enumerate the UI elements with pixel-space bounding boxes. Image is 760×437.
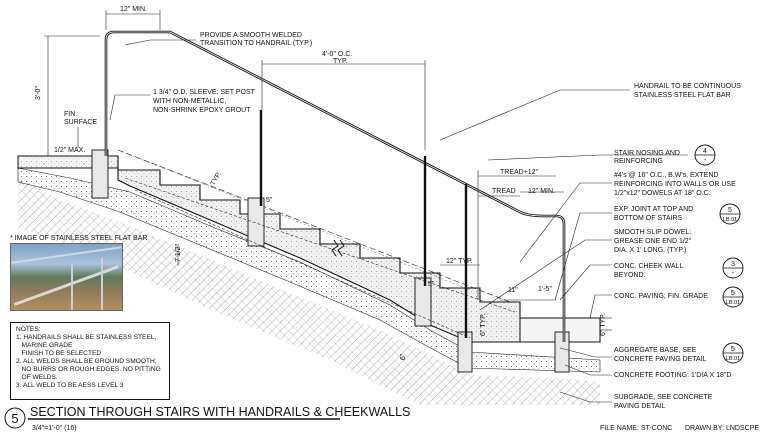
break-symbol	[331, 239, 339, 257]
bottom-paving	[519, 317, 601, 343]
ref-1-bottom: -	[704, 157, 707, 164]
notes-line-6: OF WELDS.	[16, 374, 58, 381]
dowel-2: GREASE ONE END 1/2"	[614, 238, 692, 245]
notes-line-2: MARINE GRADE	[16, 342, 73, 349]
ref-5-bottom: LB.01	[726, 356, 740, 362]
dim-five-a: 5"	[266, 197, 273, 204]
notes: NOTES: 1. HANDRAILS SHALL BE STAINLESS S…	[16, 326, 171, 390]
ref-1-top: 4	[703, 148, 707, 155]
ref-bubble-5	[722, 342, 744, 364]
dim-five-b: 5"	[428, 281, 435, 288]
subgrade-1: SUBGRADE, SEE CONCRETE	[614, 394, 713, 401]
notes-line-7: 3. ALL WELD TO BE AESS LEVEL 3	[16, 382, 124, 389]
sleeve-3: NON-SHRINK EPOXY GROUT	[153, 107, 251, 114]
title-text: SECTION THROUGH STAIRS WITH HANDRAILS & …	[30, 405, 410, 419]
notes-box	[10, 322, 170, 400]
title-number-bubble	[4, 407, 26, 429]
ref-2-bottom: LB.01	[723, 217, 737, 223]
ref-4-top: 5	[731, 290, 735, 297]
dim-six-typ-2: 6" TYP.	[480, 313, 487, 336]
dim-twelve-min: 12" MIN.	[528, 188, 555, 195]
dim-tread: TREAD	[492, 188, 516, 195]
subgrade-hatch-2	[18, 178, 600, 405]
ref-bubble-1	[694, 144, 716, 166]
sleeve-2: WITH NON-METALLIC,	[153, 98, 226, 105]
subgrade-2: PAVING DETAIL	[614, 403, 665, 410]
dim-one-five: 1'-5"	[538, 286, 552, 293]
cheek-wall-beyond	[117, 149, 511, 303]
dim-tread-plus: TREAD+12"	[500, 169, 539, 176]
dowel-3: DIA. X 1' LONG. (TYP.)	[614, 247, 686, 254]
dim-post-height: 3'-0"	[35, 86, 42, 100]
dim-top-min: 12" MIN.	[120, 6, 147, 13]
footing-mid	[247, 197, 265, 247]
stair-body-dots	[118, 156, 600, 342]
rebar-3: 1/2"x12" DOWELS AT 18" O.C.	[614, 190, 711, 197]
rebar-line	[124, 177, 516, 313]
notes-line-3: FINISH TO BE SELECTED	[16, 350, 102, 357]
agg-base-2: CONCRETE PAVING DETAIL	[614, 356, 707, 363]
ref-4-bottom: LB.01	[726, 300, 740, 306]
notes-line-5: NO BURRS OR ROUGH EDGES. NO PITTING	[16, 366, 161, 373]
nosing-2: REINFORCING	[614, 158, 663, 165]
exp-joint-1: EXP. JOINT AT TOP AND	[614, 206, 693, 213]
aggregate-base	[17, 167, 601, 373]
ref-bubble-4	[722, 286, 744, 308]
ref-bubble-3	[722, 257, 744, 279]
sleeve-1: 1 3/4" O.D. SLEEVE; SET POST	[153, 89, 256, 96]
ref-2-top: 5	[728, 207, 732, 214]
dim-typ: TYP.	[210, 171, 223, 187]
footing-top	[91, 149, 109, 199]
cheek-1: CONC. CHEEK WALL	[614, 263, 683, 270]
title-scale: 3/4"=1'-0" (16)	[32, 425, 77, 432]
ref-bubble-2	[719, 203, 741, 225]
fin-surface-1: FIN.	[64, 111, 77, 118]
dim-six-typ: 6" TYP.	[600, 313, 607, 336]
nosing-1: STAIR NOSING AND	[614, 150, 680, 157]
rebar-1: #4's @ 16" O.C., B.W's, EXTEND	[614, 172, 718, 179]
dim-eleven: 11"	[508, 287, 518, 294]
footing-low	[414, 277, 432, 327]
welded-2: TRANSITION TO HANDRAIL (TYP.)	[200, 40, 312, 47]
paving-1: CONC. PAVING; FIN. GRADE	[614, 293, 708, 300]
notes-heading: NOTES:	[16, 326, 41, 333]
dim-oc-typ: TYP.	[333, 58, 348, 65]
dowel-1: SMOOTH SLIP DOWEL:	[614, 229, 691, 236]
dim-max-half: 1/2" MAX.	[54, 147, 85, 154]
welded-1: PROVIDE A SMOOTH WELDED	[200, 32, 302, 39]
ref-3-top: 3	[731, 261, 735, 268]
handrail-2: STAINLESS STEEL FLAT BAR	[634, 92, 731, 99]
dim-twelve-typ: 12" TYP.	[446, 258, 473, 265]
ref-5-top: 5	[731, 346, 735, 353]
cheek-2: BEYOND.	[614, 272, 646, 279]
photo-caption: * IMAGE OF STAINLESS STEEL FLAT BAR	[10, 235, 147, 242]
exp-joint-2: BOTTOM OF STAIRS	[614, 215, 683, 222]
rebar-2: REINFORCING INTO WALLS OR USE	[614, 181, 736, 188]
footing-1: CONCRETE FOOTING: 1'DIA X 18"D	[614, 372, 731, 379]
title-number: 5	[11, 411, 18, 426]
dim-oc-spacing: 4'-0" O.C.	[322, 51, 352, 58]
ref-3-bottom: -	[732, 270, 735, 277]
agg-base-1: AGGREGATE BASE, SEE	[614, 347, 697, 354]
dim-riser: 7 1/2"	[175, 243, 182, 262]
footing-end	[554, 331, 570, 373]
notes-line-4: 2. ALL WELDS SHALL BE GROUND SMOOTH;	[16, 358, 157, 365]
fin-surface-2: SURFACE	[64, 119, 97, 126]
dim-six: 6"	[400, 353, 407, 360]
file-name: FILE NAME: ST-CONC	[600, 425, 672, 432]
handrail-1: HANDRAIL TO BE CONTINUOUS	[634, 83, 741, 90]
notes-line-1: 1. HANDRAILS SHALL BE STAINLESS STEEL,	[16, 334, 157, 341]
drawn-by: DRAWN BY: LNDSCPE	[685, 425, 759, 432]
stainless-bar-photo	[10, 243, 123, 311]
